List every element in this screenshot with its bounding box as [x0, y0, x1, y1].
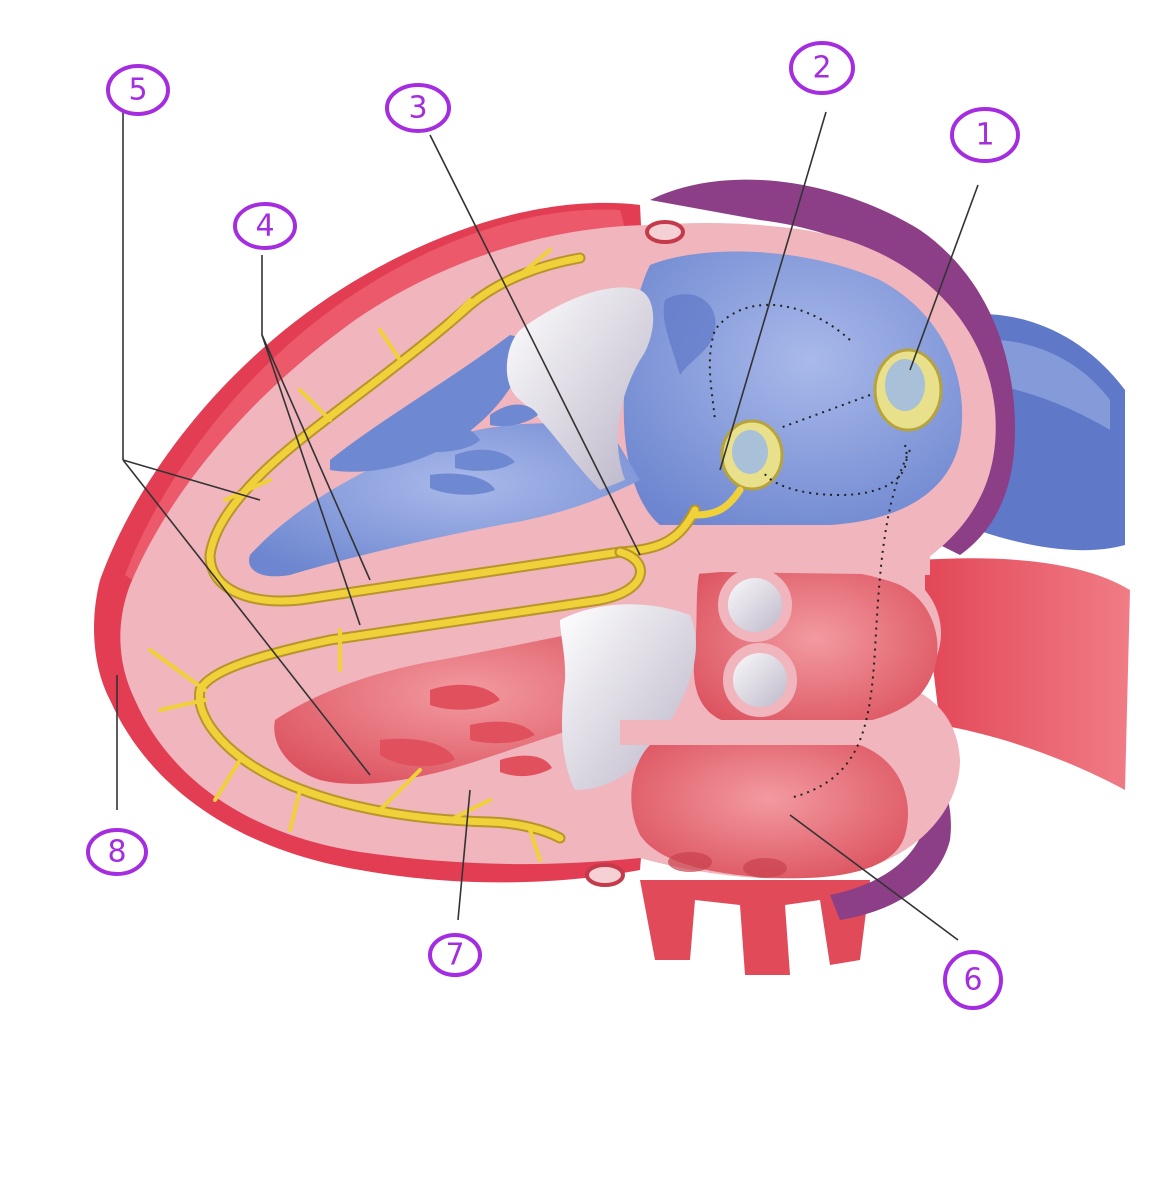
pulmonary-vein-openings: [668, 852, 787, 878]
av-septum: [620, 720, 930, 745]
label-1-text: 1: [975, 118, 994, 153]
label-3: 3: [385, 83, 451, 133]
label-6-text: 6: [963, 963, 982, 998]
vessel-stubs: [585, 220, 685, 887]
right-ventricle: [249, 423, 640, 577]
label-4-text: 4: [255, 209, 274, 244]
tricuspid-valve: [506, 287, 654, 490]
heart-outer-highlight: [125, 209, 625, 585]
sa-node: [873, 348, 943, 432]
impulse-paths: [708, 304, 911, 799]
septum: [600, 550, 930, 575]
mitral-valve: [560, 604, 696, 790]
label-2: 2: [789, 41, 855, 95]
label-7: 7: [428, 933, 482, 977]
av-node: [691, 419, 784, 519]
label-4: 4: [233, 202, 297, 250]
left-papillary-muscles: [380, 684, 552, 777]
right-papillary-muscles: [420, 404, 538, 495]
conduction-system: [148, 248, 701, 862]
aortic-valve: [718, 568, 797, 717]
left-atrium: [631, 733, 908, 879]
pericardium-rim: [650, 179, 1015, 556]
label-7-text: 7: [445, 938, 464, 973]
label-3-text: 3: [408, 91, 427, 126]
right-atrium-fold: [663, 294, 716, 375]
label-8-text: 8: [107, 835, 126, 870]
label-1: 1: [950, 107, 1020, 163]
label-5-text: 5: [128, 73, 147, 108]
label-6: 6: [943, 950, 1003, 1010]
leader-lines: [116, 110, 979, 941]
pulmonary-vessels-bottom: [640, 880, 870, 975]
right-ventricle-upper: [330, 335, 530, 472]
aorta-right: [920, 558, 1130, 790]
label-5: 5: [106, 64, 170, 116]
label-8: 8: [86, 828, 148, 876]
label-2-text: 2: [812, 51, 831, 86]
